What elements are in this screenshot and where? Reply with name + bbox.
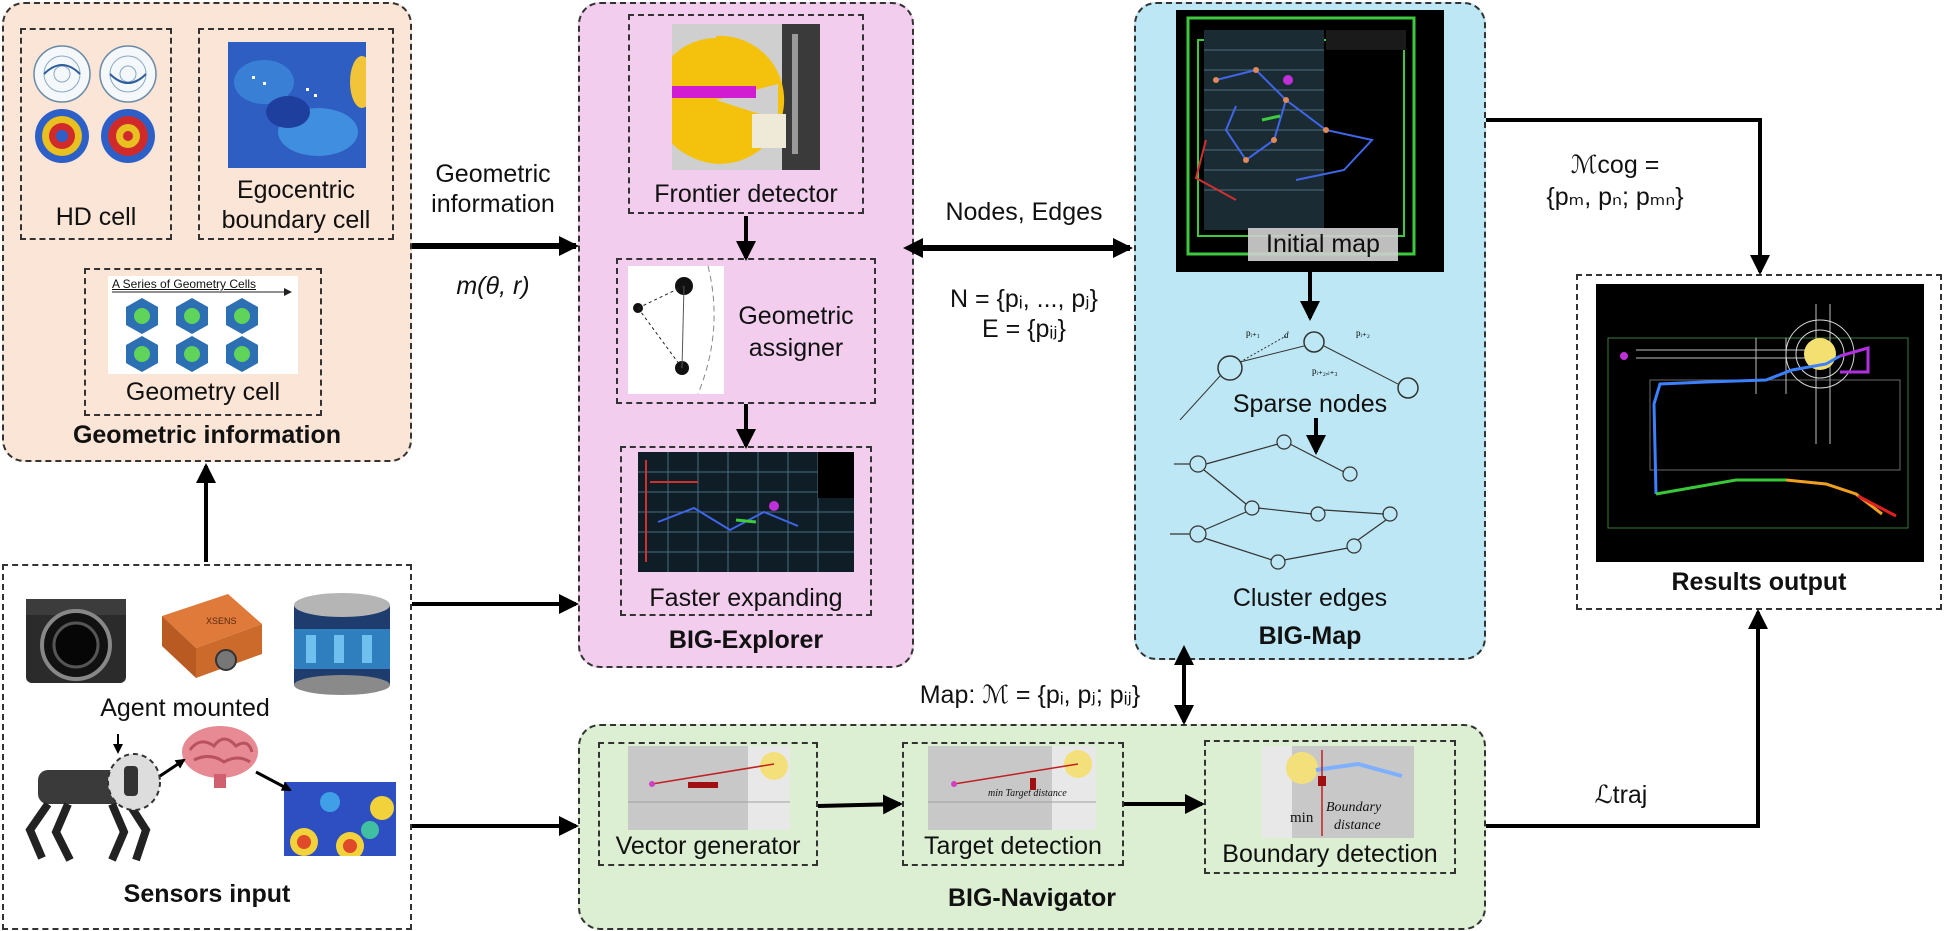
nodes-edges-label: Nodes, Edges <box>945 198 1103 226</box>
lidar-image <box>286 585 398 695</box>
boundary-cell-label-2: boundary cell <box>221 206 371 234</box>
vector-generator-image <box>628 746 790 830</box>
big-explorer-title: BIG-Explorer <box>668 626 824 654</box>
results-map-image <box>1596 284 1924 562</box>
vector-generator-label: Vector generator <box>615 832 801 860</box>
geometric-information-title: Geometric information <box>72 421 342 449</box>
boundary-detection-label: Boundary detection <box>1222 840 1438 868</box>
geometric-assigner-image <box>628 266 724 394</box>
results-output-title: Results output <box>1671 568 1847 596</box>
m-cog-label-2: {pₘ, pₙ; pₘₙ} <box>1546 183 1684 211</box>
geometry-cells-caption: A Series of Geometry Cells <box>112 277 257 291</box>
geometry-cell-box <box>84 268 322 416</box>
frontier-detector-label: Frontier detector <box>654 180 838 208</box>
sparse-nodes-figure: pᵢ₊₁ d pᵢ₊₂ pᵢ₊₂,ᵢ₊₃ <box>1176 312 1444 420</box>
e-set-label: E = {pᵢⱼ} <box>981 315 1067 343</box>
vector-generator-box <box>598 742 818 866</box>
frontier-detector-box <box>628 14 864 214</box>
boundary-cell-figure <box>228 42 366 168</box>
agent-mounted-label: Agent mounted <box>100 694 270 722</box>
geometric-assigner-label-2: assigner <box>748 334 844 362</box>
n-set-label: N = {pᵢ, ..., pⱼ} <box>950 285 1098 313</box>
boundary-detection-image <box>1262 746 1414 838</box>
svg-text:pᵢ₊₂: pᵢ₊₂ <box>1356 328 1370 338</box>
sensor-highlight <box>106 752 162 812</box>
sensors-input-title: Sensors input <box>123 880 291 908</box>
geometric-assigner-label-1: Geometric <box>738 302 854 330</box>
arrow-dog-to-brain <box>159 758 186 778</box>
initial-map-label: Initial map <box>1248 228 1398 261</box>
svg-text:pᵢ₊₁: pᵢ₊₁ <box>1246 328 1260 338</box>
faster-expanding-image <box>638 452 854 572</box>
faster-expanding-label: Faster expanding <box>649 584 843 612</box>
arrow-brain-to-activity <box>255 770 292 792</box>
hd-cell-label: HD cell <box>55 203 137 231</box>
cell-activity-image <box>284 782 396 856</box>
target-inset-text: min Target distance <box>988 788 1067 799</box>
arrow-vector-to-target <box>817 794 903 815</box>
imu-image: XSENS <box>152 580 270 688</box>
hd-cell-box <box>20 28 172 240</box>
target-detection-label: Target detection <box>924 832 1102 860</box>
target-detection-box <box>902 742 1124 866</box>
big-navigator-title: BIG-Navigator <box>947 884 1117 912</box>
m-cog-label-1: ℳcog = <box>1570 151 1660 179</box>
target-detection-image <box>928 746 1096 830</box>
geometric-information-edge-label-1: Geometric <box>435 160 551 188</box>
sparse-nodes-label: Sparse nodes <box>1232 390 1388 418</box>
cluster-edges-label: Cluster edges <box>1232 584 1388 612</box>
svg-text:XSENS: XSENS <box>206 616 237 626</box>
boundary-cell-label-1: Egocentric <box>236 176 356 204</box>
boundary-cell-box <box>198 28 394 240</box>
arrow-navigator-to-results <box>1486 609 1768 828</box>
geometry-cell-label: Geometry cell <box>125 378 281 406</box>
boundary-inset-1: Boundary <box>1326 800 1382 815</box>
cluster-edges-figure <box>1168 430 1422 584</box>
m-theta-r-label: m(θ, r) <box>456 272 530 300</box>
frontier-detector-image <box>672 24 820 170</box>
geometric-information-edge-label-2: information <box>431 190 555 218</box>
boundary-detection-box <box>1204 740 1456 874</box>
brain-image <box>180 722 260 790</box>
camera-image <box>18 585 146 690</box>
map-m-label: Map: ℳ = {pᵢ, pⱼ; pᵢⱼ} <box>919 681 1141 709</box>
boundary-inset-min: min <box>1290 810 1314 826</box>
boundary-inset-2: distance <box>1334 818 1381 833</box>
geometry-cells-figure: A Series of Geometry Cells <box>108 276 298 374</box>
svg-text:pᵢ₊₂,ᵢ₊₃: pᵢ₊₂,ᵢ₊₃ <box>1312 366 1337 376</box>
hd-cell-figure <box>30 42 160 168</box>
svg-text:d: d <box>1284 330 1289 340</box>
arrow-map-to-results <box>1486 118 1770 275</box>
l-traj-label: ℒtraj <box>1594 781 1648 809</box>
big-map-title: BIG-Map <box>1258 622 1362 650</box>
